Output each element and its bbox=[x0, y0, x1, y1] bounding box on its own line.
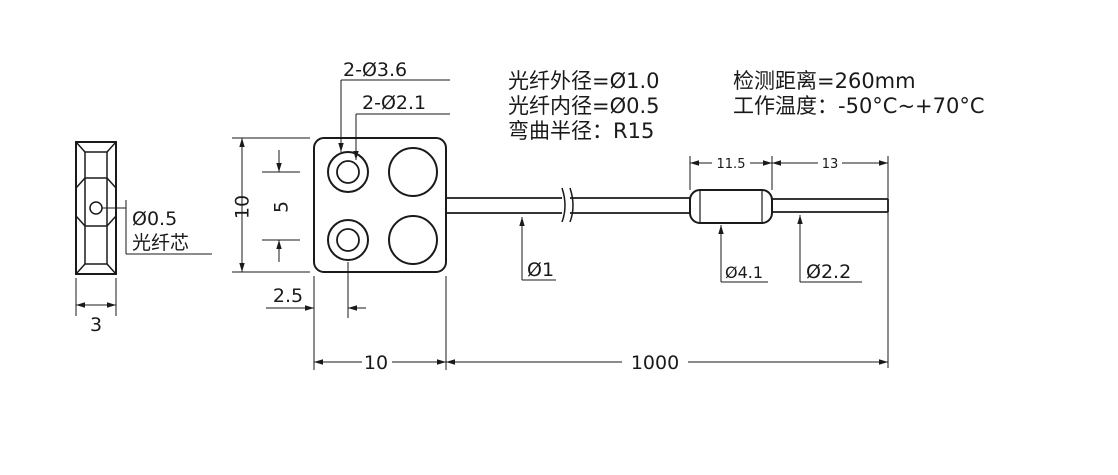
sleeve-length-label: 11.5 bbox=[717, 157, 746, 172]
hole-b-label: 2-Ø2.1 bbox=[362, 92, 426, 114]
spec-text: 光纤外径=Ø1.0 光纤内径=Ø0.5 弯曲半径：R15 检测距离=260mm … bbox=[508, 69, 985, 143]
break-mark-left bbox=[561, 187, 566, 223]
spec-work-temp: 工作温度：-50°C~+70°C bbox=[733, 94, 985, 118]
break-mark-right bbox=[569, 187, 574, 223]
core-diameter-label: Ø0.5 bbox=[132, 208, 177, 230]
offset-label: 2.5 bbox=[273, 285, 303, 307]
thickness-label: 3 bbox=[90, 314, 102, 336]
hole-a-label: 2-Ø3.6 bbox=[343, 59, 407, 81]
hole-small-top-left bbox=[336, 160, 360, 184]
hole-large-top-left bbox=[327, 151, 369, 193]
width-label: 10 bbox=[364, 352, 388, 374]
holes bbox=[327, 147, 438, 265]
cable: Ø1 Ø4.1 Ø2.2 11.5 13 1000 bbox=[446, 156, 889, 374]
total-length-label: 1000 bbox=[631, 352, 679, 374]
spec-bend-radius: 弯曲半径：R15 bbox=[508, 119, 654, 143]
pitch-label: 5 bbox=[271, 201, 293, 213]
spec-fiber-inner: 光纤内径=Ø0.5 bbox=[508, 94, 660, 118]
tip-length-label: 13 bbox=[822, 157, 839, 172]
hole-top-right bbox=[388, 147, 438, 197]
spec-fiber-outer: 光纤外径=Ø1.0 bbox=[508, 69, 660, 93]
height-label: 10 bbox=[232, 195, 254, 219]
sleeve bbox=[689, 189, 773, 224]
core-name-label: 光纤芯 bbox=[132, 232, 189, 254]
side-view-bevels bbox=[75, 141, 117, 275]
sensor-head-body bbox=[313, 137, 447, 273]
fiber-dia-label: Ø1 bbox=[527, 259, 554, 281]
fiber-core-hole bbox=[89, 201, 103, 215]
hole-large-bottom-left bbox=[327, 219, 369, 261]
sleeve-dia-label: Ø4.1 bbox=[725, 263, 763, 282]
hole-bottom-right bbox=[388, 215, 438, 265]
spec-detect-distance: 检测距离=260mm bbox=[733, 69, 916, 93]
front-view: 2-Ø3.6 2-Ø2.1 10 5 2.5 10 bbox=[232, 59, 450, 374]
hole-small-bottom-left bbox=[336, 228, 360, 252]
side-view: Ø0.5 光纤芯 3 bbox=[75, 141, 212, 336]
tip-dia-label: Ø2.2 bbox=[806, 261, 851, 283]
